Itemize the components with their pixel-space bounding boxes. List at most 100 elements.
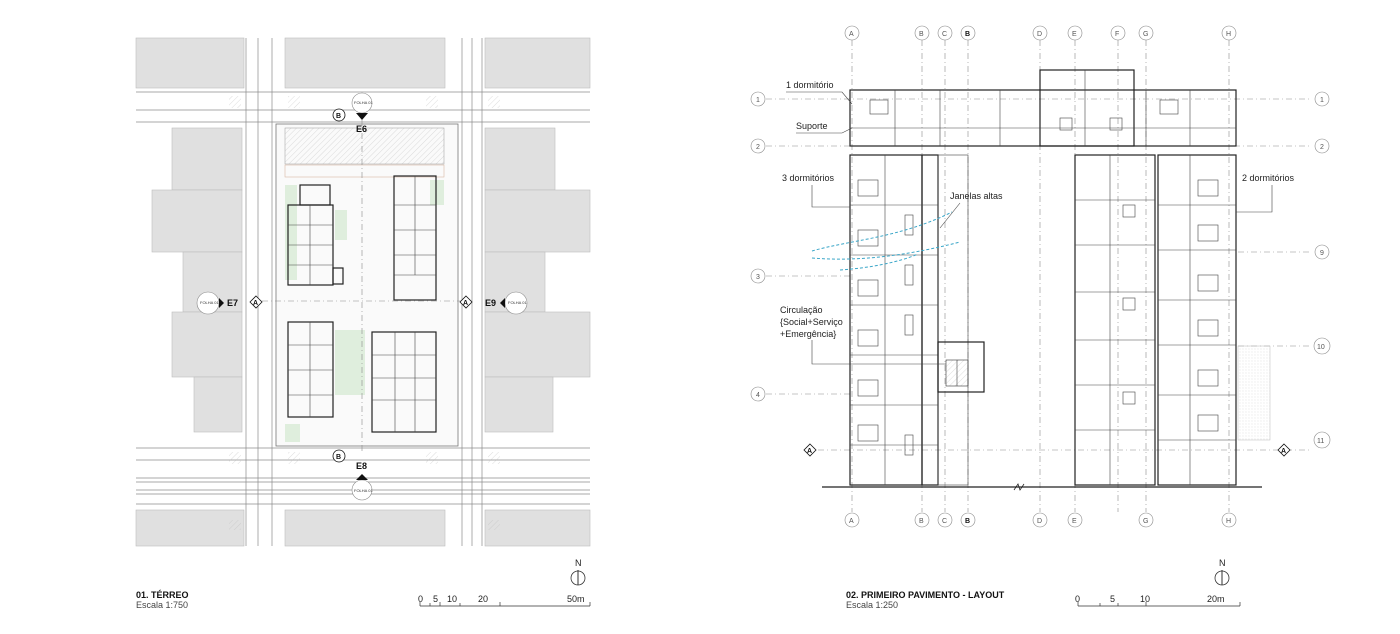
section-marker-a-left[interactable]: A bbox=[249, 295, 263, 309]
circulation-corridor bbox=[937, 154, 969, 486]
landscape-patch bbox=[1237, 345, 1271, 441]
svg-text:E8: E8 bbox=[356, 461, 367, 471]
building-sw bbox=[287, 321, 334, 418]
elevation-marker-e6[interactable]: FOLHA 01 E6 bbox=[351, 92, 373, 134]
svg-text:N: N bbox=[575, 558, 582, 568]
svg-text:5: 5 bbox=[1110, 594, 1115, 604]
svg-text:2: 2 bbox=[756, 144, 760, 151]
svg-text:3 dormitórios: 3 dormitórios bbox=[782, 173, 835, 183]
grid-bubbles-top: A B C B D E F G H bbox=[844, 25, 1237, 41]
elevation-marker-e9[interactable]: FOLHA 01 E9 bbox=[485, 291, 527, 315]
plan1-caption: 01. TÉRREO Escala 1:750 bbox=[136, 590, 189, 610]
surrounding-blocks bbox=[135, 37, 591, 547]
plan2-scale: Escala 1:250 bbox=[846, 600, 899, 610]
svg-text:10: 10 bbox=[447, 594, 457, 604]
svg-text:4: 4 bbox=[756, 392, 760, 399]
north-arrow-icon: N bbox=[1214, 558, 1230, 586]
svg-text:B: B bbox=[965, 31, 970, 38]
svg-text:E: E bbox=[1072, 518, 1077, 525]
grid-bubbles-bottom: A B C B D E G H bbox=[844, 512, 1237, 528]
svg-text:E7: E7 bbox=[227, 298, 238, 308]
right-wing-outer bbox=[1157, 154, 1237, 486]
svg-text:A: A bbox=[1281, 448, 1286, 455]
svg-text:H: H bbox=[1226, 518, 1231, 525]
svg-text:1 dormitório: 1 dormitório bbox=[786, 80, 834, 90]
section-marker-a-right[interactable]: A bbox=[1277, 443, 1291, 457]
scale-bar: 0 5 10 20m bbox=[1075, 594, 1241, 607]
svg-text:FOLHA 01: FOLHA 01 bbox=[200, 300, 219, 305]
svg-text:9: 9 bbox=[1320, 250, 1324, 257]
garden-area bbox=[285, 185, 297, 280]
svg-text:3: 3 bbox=[756, 274, 760, 281]
svg-text:B: B bbox=[336, 454, 341, 461]
elevation-marker-e8[interactable]: FOLHA 01 E8 bbox=[351, 461, 373, 501]
svg-text:N: N bbox=[1219, 558, 1226, 568]
building-ne bbox=[393, 175, 437, 301]
ground-floor-site-plan: A A B B FOLHA 01 E6 FOLHA 01 E7 bbox=[135, 37, 591, 607]
svg-text:1: 1 bbox=[756, 97, 760, 104]
parking-area bbox=[284, 127, 445, 165]
svg-text:D: D bbox=[1037, 518, 1042, 525]
section-marker-a-left[interactable]: A bbox=[803, 443, 817, 457]
svg-text:H: H bbox=[1226, 31, 1231, 38]
svg-text:0: 0 bbox=[1075, 594, 1080, 604]
svg-text:B: B bbox=[336, 113, 341, 120]
stair-core bbox=[937, 341, 985, 393]
plan2-title: 02. PRIMEIRO PAVIMENTO - LAYOUT bbox=[846, 590, 1005, 600]
svg-text:+Emergência}: +Emergência} bbox=[780, 329, 836, 339]
plan1-scale: Escala 1:750 bbox=[136, 600, 189, 610]
svg-text:Suporte: Suporte bbox=[796, 121, 828, 131]
annotation-circulation: Circulação {Social+Serviço +Emergência} bbox=[780, 305, 946, 365]
svg-text:A: A bbox=[253, 300, 258, 307]
annotation-support: Suporte bbox=[796, 121, 853, 134]
svg-text:C: C bbox=[942, 518, 947, 525]
site-block bbox=[275, 123, 459, 447]
planting-strip bbox=[284, 164, 445, 178]
annotation-high-windows: Janelas altas bbox=[939, 191, 1003, 229]
svg-text:11: 11 bbox=[1317, 438, 1324, 445]
svg-text:E6: E6 bbox=[356, 124, 367, 134]
svg-text:FOLHA 01: FOLHA 01 bbox=[354, 488, 373, 493]
annotation-one-bedroom: 1 dormitório bbox=[786, 80, 853, 105]
svg-text:F: F bbox=[1115, 31, 1119, 38]
first-floor-layout-plan: A B C B D E F G H A B C B D E G H 1 2 3 … bbox=[750, 25, 1331, 607]
svg-text:Janelas altas: Janelas altas bbox=[950, 191, 1003, 201]
svg-text:10: 10 bbox=[1140, 594, 1150, 604]
break-line bbox=[1013, 483, 1025, 491]
svg-text:1: 1 bbox=[1320, 97, 1324, 104]
cross-ventilation-arrows bbox=[811, 211, 961, 271]
svg-text:FOLHA 01: FOLHA 01 bbox=[508, 300, 527, 305]
svg-text:G: G bbox=[1143, 518, 1148, 525]
grid-bubbles-left: 1 2 3 4 bbox=[750, 91, 766, 402]
elevation-marker-e7[interactable]: FOLHA 01 E7 bbox=[196, 291, 238, 315]
svg-text:A: A bbox=[807, 448, 812, 455]
section-marker-b-top[interactable]: B bbox=[332, 108, 346, 122]
top-wing bbox=[849, 69, 1237, 147]
building-nw bbox=[287, 184, 344, 286]
annotation-two-bedrooms: 2 dormitórios bbox=[1236, 173, 1295, 213]
svg-text:B: B bbox=[965, 518, 970, 525]
svg-text:FOLHA 01: FOLHA 01 bbox=[354, 100, 373, 105]
grid-axes bbox=[766, 40, 1312, 512]
section-marker-a-right[interactable]: A bbox=[459, 295, 473, 309]
svg-text:50m: 50m bbox=[567, 594, 585, 604]
svg-text:G: G bbox=[1143, 31, 1148, 38]
svg-text:B: B bbox=[919, 31, 924, 38]
svg-text:{Social+Serviço: {Social+Serviço bbox=[780, 317, 843, 327]
annotation-three-bedrooms: 3 dormitórios bbox=[782, 173, 850, 208]
svg-text:C: C bbox=[942, 31, 947, 38]
svg-text:2 dormitórios: 2 dormitórios bbox=[1242, 173, 1295, 183]
svg-text:20: 20 bbox=[478, 594, 488, 604]
svg-text:A: A bbox=[849, 518, 854, 525]
grid-bubbles-right: 1 2 9 10 11 bbox=[1313, 91, 1331, 449]
north-arrow-icon: N bbox=[570, 558, 586, 586]
building-se bbox=[371, 331, 437, 433]
svg-text:B: B bbox=[919, 518, 924, 525]
section-marker-b-bottom[interactable]: B bbox=[332, 449, 346, 463]
svg-text:10: 10 bbox=[1317, 344, 1325, 351]
svg-text:A: A bbox=[849, 31, 854, 38]
left-wing bbox=[849, 154, 939, 486]
svg-text:D: D bbox=[1037, 31, 1042, 38]
svg-text:Circulação: Circulação bbox=[780, 305, 823, 315]
